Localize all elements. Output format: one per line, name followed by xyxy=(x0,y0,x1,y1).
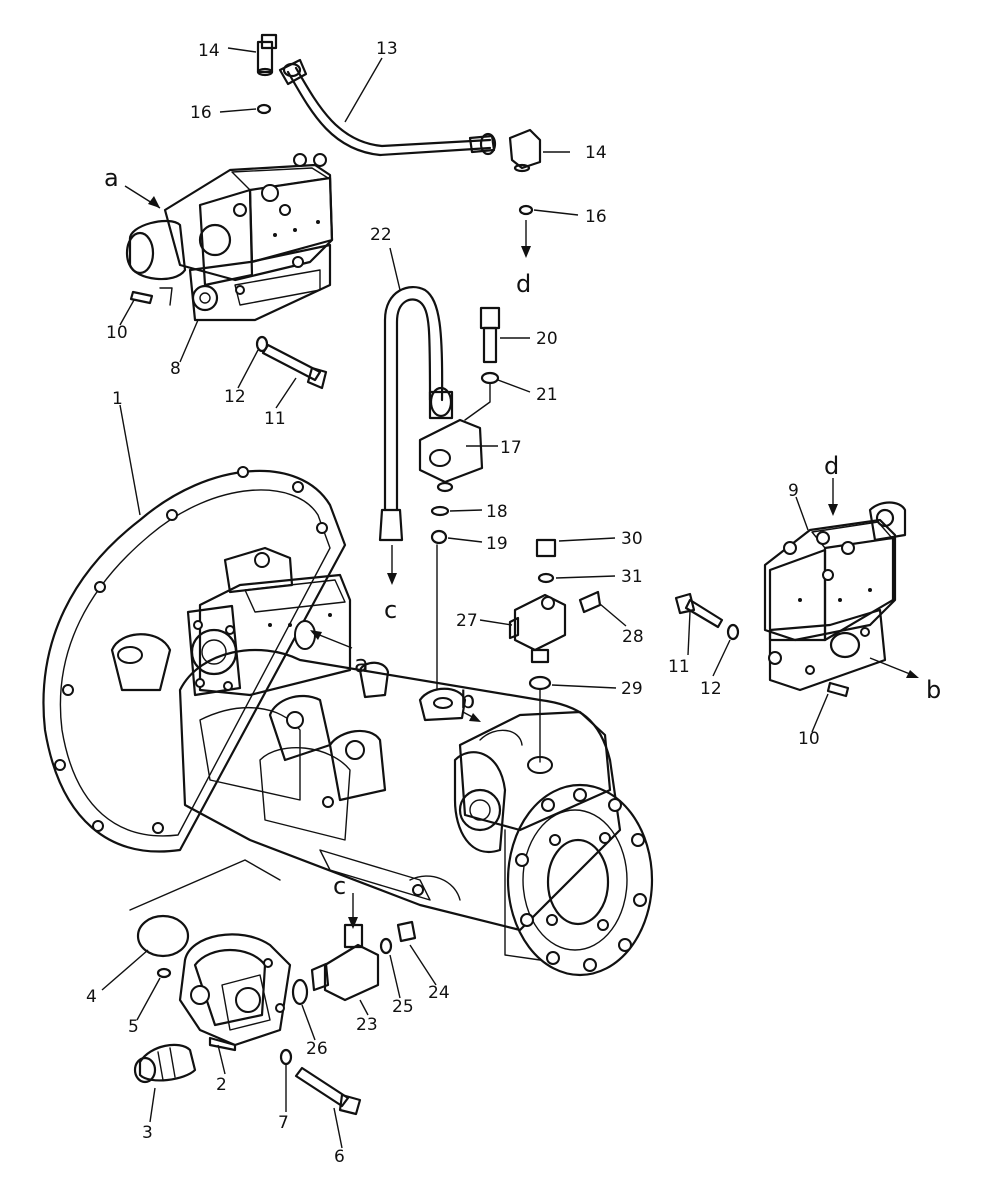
main-pump-assembly xyxy=(42,466,654,977)
label-part-28: 28 xyxy=(622,627,644,647)
servo-valve-assembly-right xyxy=(763,501,907,692)
label-part-16-right: 16 xyxy=(585,207,607,227)
washer-12-left xyxy=(255,335,269,353)
label-part-12-left: 12 xyxy=(224,387,246,407)
o-ring-18 xyxy=(430,505,450,517)
washer-19 xyxy=(430,529,448,545)
label-part-22: 22 xyxy=(370,225,392,245)
pump-body xyxy=(178,546,654,977)
plug-30 xyxy=(535,538,557,558)
label-part-17: 17 xyxy=(500,438,522,458)
leader-21-17 xyxy=(464,382,491,421)
o-ring-5 xyxy=(156,967,172,979)
label-part-29: 29 xyxy=(621,679,643,699)
label-part-8: 8 xyxy=(170,359,181,379)
o-ring-31 xyxy=(537,572,555,584)
o-ring-4 xyxy=(136,914,190,958)
valve-23 xyxy=(310,923,380,1002)
label-part-6: 6 xyxy=(334,1147,345,1167)
block-17 xyxy=(418,418,484,493)
label-part-5: 5 xyxy=(128,1017,139,1037)
washer-12-right xyxy=(726,623,740,641)
label-part-7: 7 xyxy=(278,1113,289,1133)
label-part-10-left: 10 xyxy=(106,323,128,343)
label-part-10-right: 10 xyxy=(798,729,820,749)
o-ring-16-top xyxy=(256,103,272,115)
washer-7 xyxy=(279,1048,293,1066)
label-part-13: 13 xyxy=(376,39,398,59)
connector-3 xyxy=(133,1043,197,1084)
bolt-11-right xyxy=(674,592,724,629)
o-ring-16-right xyxy=(518,204,534,216)
elbow-fitting-14-top xyxy=(256,33,278,77)
label-part-12-right: 12 xyxy=(700,679,722,699)
gear-pump-outline xyxy=(129,859,281,911)
connection-arrows xyxy=(124,185,919,929)
flywheel-housing xyxy=(42,466,347,853)
label-part-4: 4 xyxy=(86,987,97,1007)
label-part-9: 9 xyxy=(788,481,799,501)
label-part-14-top: 14 xyxy=(198,41,220,61)
label-part-1: 1 xyxy=(112,389,123,409)
label-part-2: 2 xyxy=(216,1075,227,1095)
label-connection-a-top: a xyxy=(104,164,119,192)
label-connection-b-right: b xyxy=(926,676,941,704)
bolt-11-left xyxy=(261,343,328,390)
label-part-27: 27 xyxy=(456,611,478,631)
o-ring-25 xyxy=(379,937,393,955)
label-part-14-right: 14 xyxy=(585,143,607,163)
label-connection-a-pump: a xyxy=(354,650,369,678)
part-labels: 14 16 13 14 16 22 20 21 17 18 19 30 31 2… xyxy=(86,39,820,1167)
o-ring-26 xyxy=(291,978,309,1006)
plug-24 xyxy=(396,920,417,943)
label-part-24: 24 xyxy=(428,983,450,1003)
washer-21 xyxy=(480,371,500,385)
hose-13 xyxy=(278,58,497,157)
leader-lines xyxy=(101,47,829,1149)
connection-labels: a d c a b d b c xyxy=(104,164,941,900)
label-part-30: 30 xyxy=(621,529,643,549)
label-part-11-right: 11 xyxy=(668,657,690,677)
label-connection-c-middle: c xyxy=(384,596,397,624)
pin-10-right xyxy=(826,681,850,698)
label-part-16-top: 16 xyxy=(190,103,212,123)
fitting-28 xyxy=(578,590,602,614)
label-part-18: 18 xyxy=(486,502,508,522)
bolt-6 xyxy=(294,1066,362,1116)
valve-27 xyxy=(508,593,567,664)
label-part-19: 19 xyxy=(486,534,508,554)
o-ring-29 xyxy=(528,675,552,691)
label-part-3: 3 xyxy=(142,1123,153,1143)
label-part-20: 20 xyxy=(536,329,558,349)
bolt-20 xyxy=(479,306,501,364)
label-connection-c-bottom: c xyxy=(333,872,346,900)
label-connection-b-pump: b xyxy=(460,686,475,714)
pin-10-left xyxy=(129,290,154,305)
label-connection-d-top: d xyxy=(516,270,531,298)
label-part-23: 23 xyxy=(356,1015,378,1035)
elbow-fitting-14-right xyxy=(508,128,542,173)
label-part-31: 31 xyxy=(621,567,643,587)
label-part-21: 21 xyxy=(536,385,558,405)
label-connection-d-right: d xyxy=(824,452,839,480)
label-part-11-left: 11 xyxy=(264,409,286,429)
label-part-26: 26 xyxy=(306,1039,328,1059)
gear-pump-2 xyxy=(178,933,292,1052)
hose-22 xyxy=(378,286,454,542)
servo-valve-assembly-left xyxy=(125,153,334,322)
label-part-25: 25 xyxy=(392,997,414,1017)
